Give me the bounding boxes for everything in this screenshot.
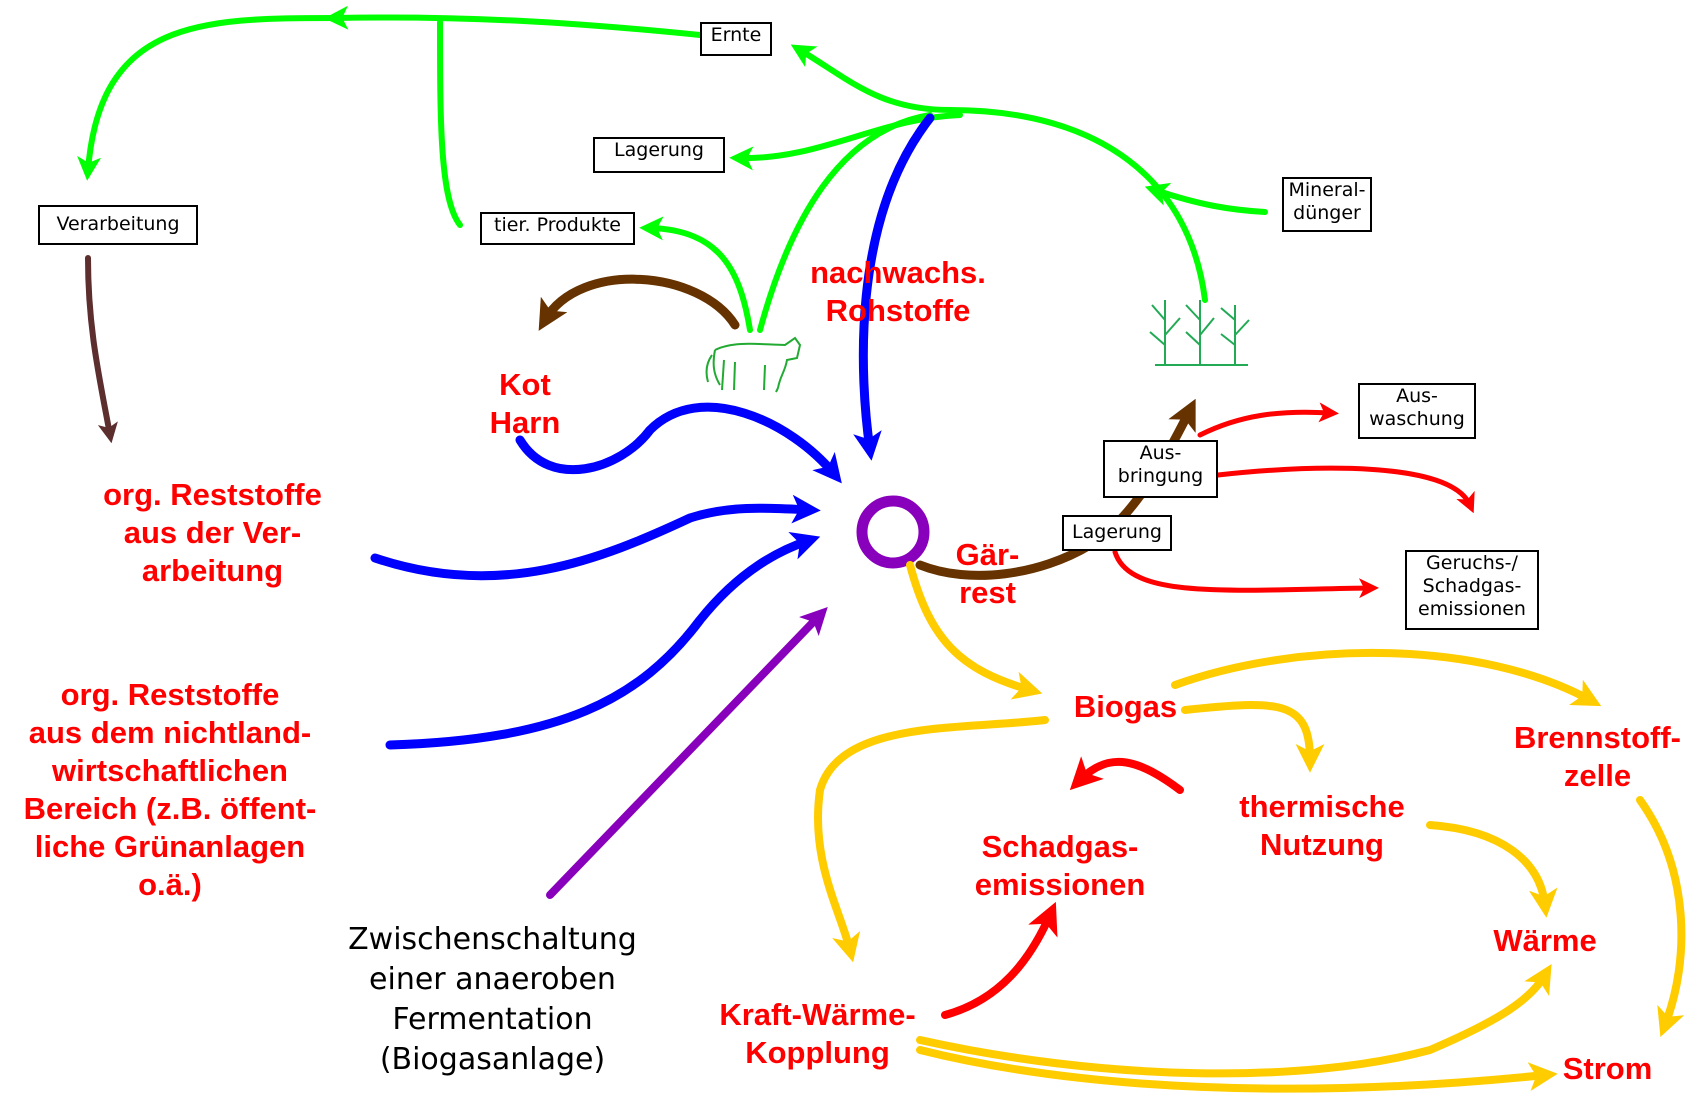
label-brennstoffzelle: Brennstoff- zelle bbox=[1513, 720, 1682, 793]
box-lagerung-oben: Lagerung bbox=[593, 137, 725, 173]
label-thermische-nutzung: thermische Nutzung bbox=[1239, 789, 1405, 862]
box-geruchs-emissionen: Geruchs-/ Schadgas- emissionen bbox=[1405, 550, 1539, 630]
arrow-verarbeitung-zu-reststoffe bbox=[85, 255, 118, 444]
label-zwischenschaltung: Zwischenschaltung einer anaeroben Fermen… bbox=[348, 922, 637, 1077]
label-strom: Strom bbox=[1562, 1051, 1653, 1086]
label-gaerrest: Gär- rest bbox=[955, 537, 1020, 610]
arrow-nachwachs-zu-fermenter bbox=[853, 113, 935, 461]
box-mineralduenger: Mineral- dünger bbox=[1282, 177, 1372, 232]
label-org-reststoffe-verarbeitung: org. Reststoffe aus der Ver- arbeitung bbox=[103, 477, 322, 588]
arrow-kwk-zu-waerme bbox=[916, 964, 1552, 1078]
label-kot-harn: Kot Harn bbox=[489, 367, 561, 440]
box-auswaschung: Aus- waschung bbox=[1358, 383, 1476, 439]
arrow-kwk-zu-strom bbox=[916, 1046, 1558, 1093]
arrow-thermisch-zu-schadgas bbox=[1069, 756, 1184, 794]
label-waerme: Wärme bbox=[1493, 923, 1597, 958]
box-lagerung-mitte: Lagerung bbox=[1062, 515, 1172, 551]
label-schadgas-emissionen: Schadgas- emissionen bbox=[974, 829, 1146, 902]
label-kraft-waerme-kopplung: Kraft-Wärme- Kopplung bbox=[719, 997, 916, 1070]
box-ernte: Ernte bbox=[700, 22, 772, 56]
arrow-lagerung-zu-geruchs bbox=[1112, 549, 1379, 599]
arrow-ausbringung-zu-auswaschung bbox=[1197, 402, 1339, 438]
yellow-arrows bbox=[813, 561, 1686, 1093]
arrow-zwischenschaltung-zu-fermenter bbox=[546, 606, 828, 899]
box-verarbeitung: Verarbeitung bbox=[38, 205, 198, 245]
box-tier-produkte: tier. Produkte bbox=[480, 212, 635, 245]
arrow-kuh-zu-kot bbox=[538, 274, 740, 331]
arrow-top-zu-verarbeitung bbox=[77, 15, 338, 181]
blue-arrows bbox=[370, 113, 935, 750]
plant-icon bbox=[1149, 300, 1250, 366]
arrow-kot-zu-fermenter bbox=[515, 402, 842, 484]
box-ausbringung: Aus- bringung bbox=[1103, 440, 1218, 498]
arrow-mineral-zu-feld bbox=[1144, 182, 1268, 215]
arrow-ernte-zu-links bbox=[324, 5, 703, 38]
arrow-feld-zu-ernte bbox=[790, 44, 1208, 303]
arrow-biogas-zu-thermisch bbox=[1181, 701, 1325, 773]
arrow-kuh-zu-produkte bbox=[639, 216, 753, 333]
arrow-brennstoffzelle-zu-strom bbox=[1636, 796, 1686, 1037]
arrow-kuh-von-feld bbox=[757, 112, 933, 333]
arrow-ernte-zu-tier bbox=[437, 19, 463, 228]
label-biogas: Biogas bbox=[1073, 689, 1178, 724]
arrow-verarbeitung-zu-fermenter bbox=[370, 494, 821, 581]
label-org-reststoffe-nichtland: org. Reststoffe aus dem nichtland- wirts… bbox=[23, 677, 317, 902]
arrow-ausbringung-zu-geruchs bbox=[1215, 465, 1475, 514]
arrow-fermenter-zu-biogas bbox=[906, 561, 1043, 700]
label-nachwachs-rohstoffe: nachwachs. Rohstoffe bbox=[810, 255, 986, 328]
arrow-kwk-zu-schadgas bbox=[941, 901, 1058, 1019]
cow-icon bbox=[705, 336, 802, 393]
arrow-biogas-zu-brennstoffzelle bbox=[1171, 648, 1602, 707]
fermenter-ring-icon bbox=[856, 495, 930, 569]
arrow-nichtland-zu-fermenter bbox=[385, 532, 821, 750]
arrow-thermisch-zu-waerme bbox=[1426, 821, 1558, 918]
red-arrows bbox=[1112, 402, 1475, 599]
arrow-biogas-zu-kwk bbox=[813, 716, 1049, 963]
